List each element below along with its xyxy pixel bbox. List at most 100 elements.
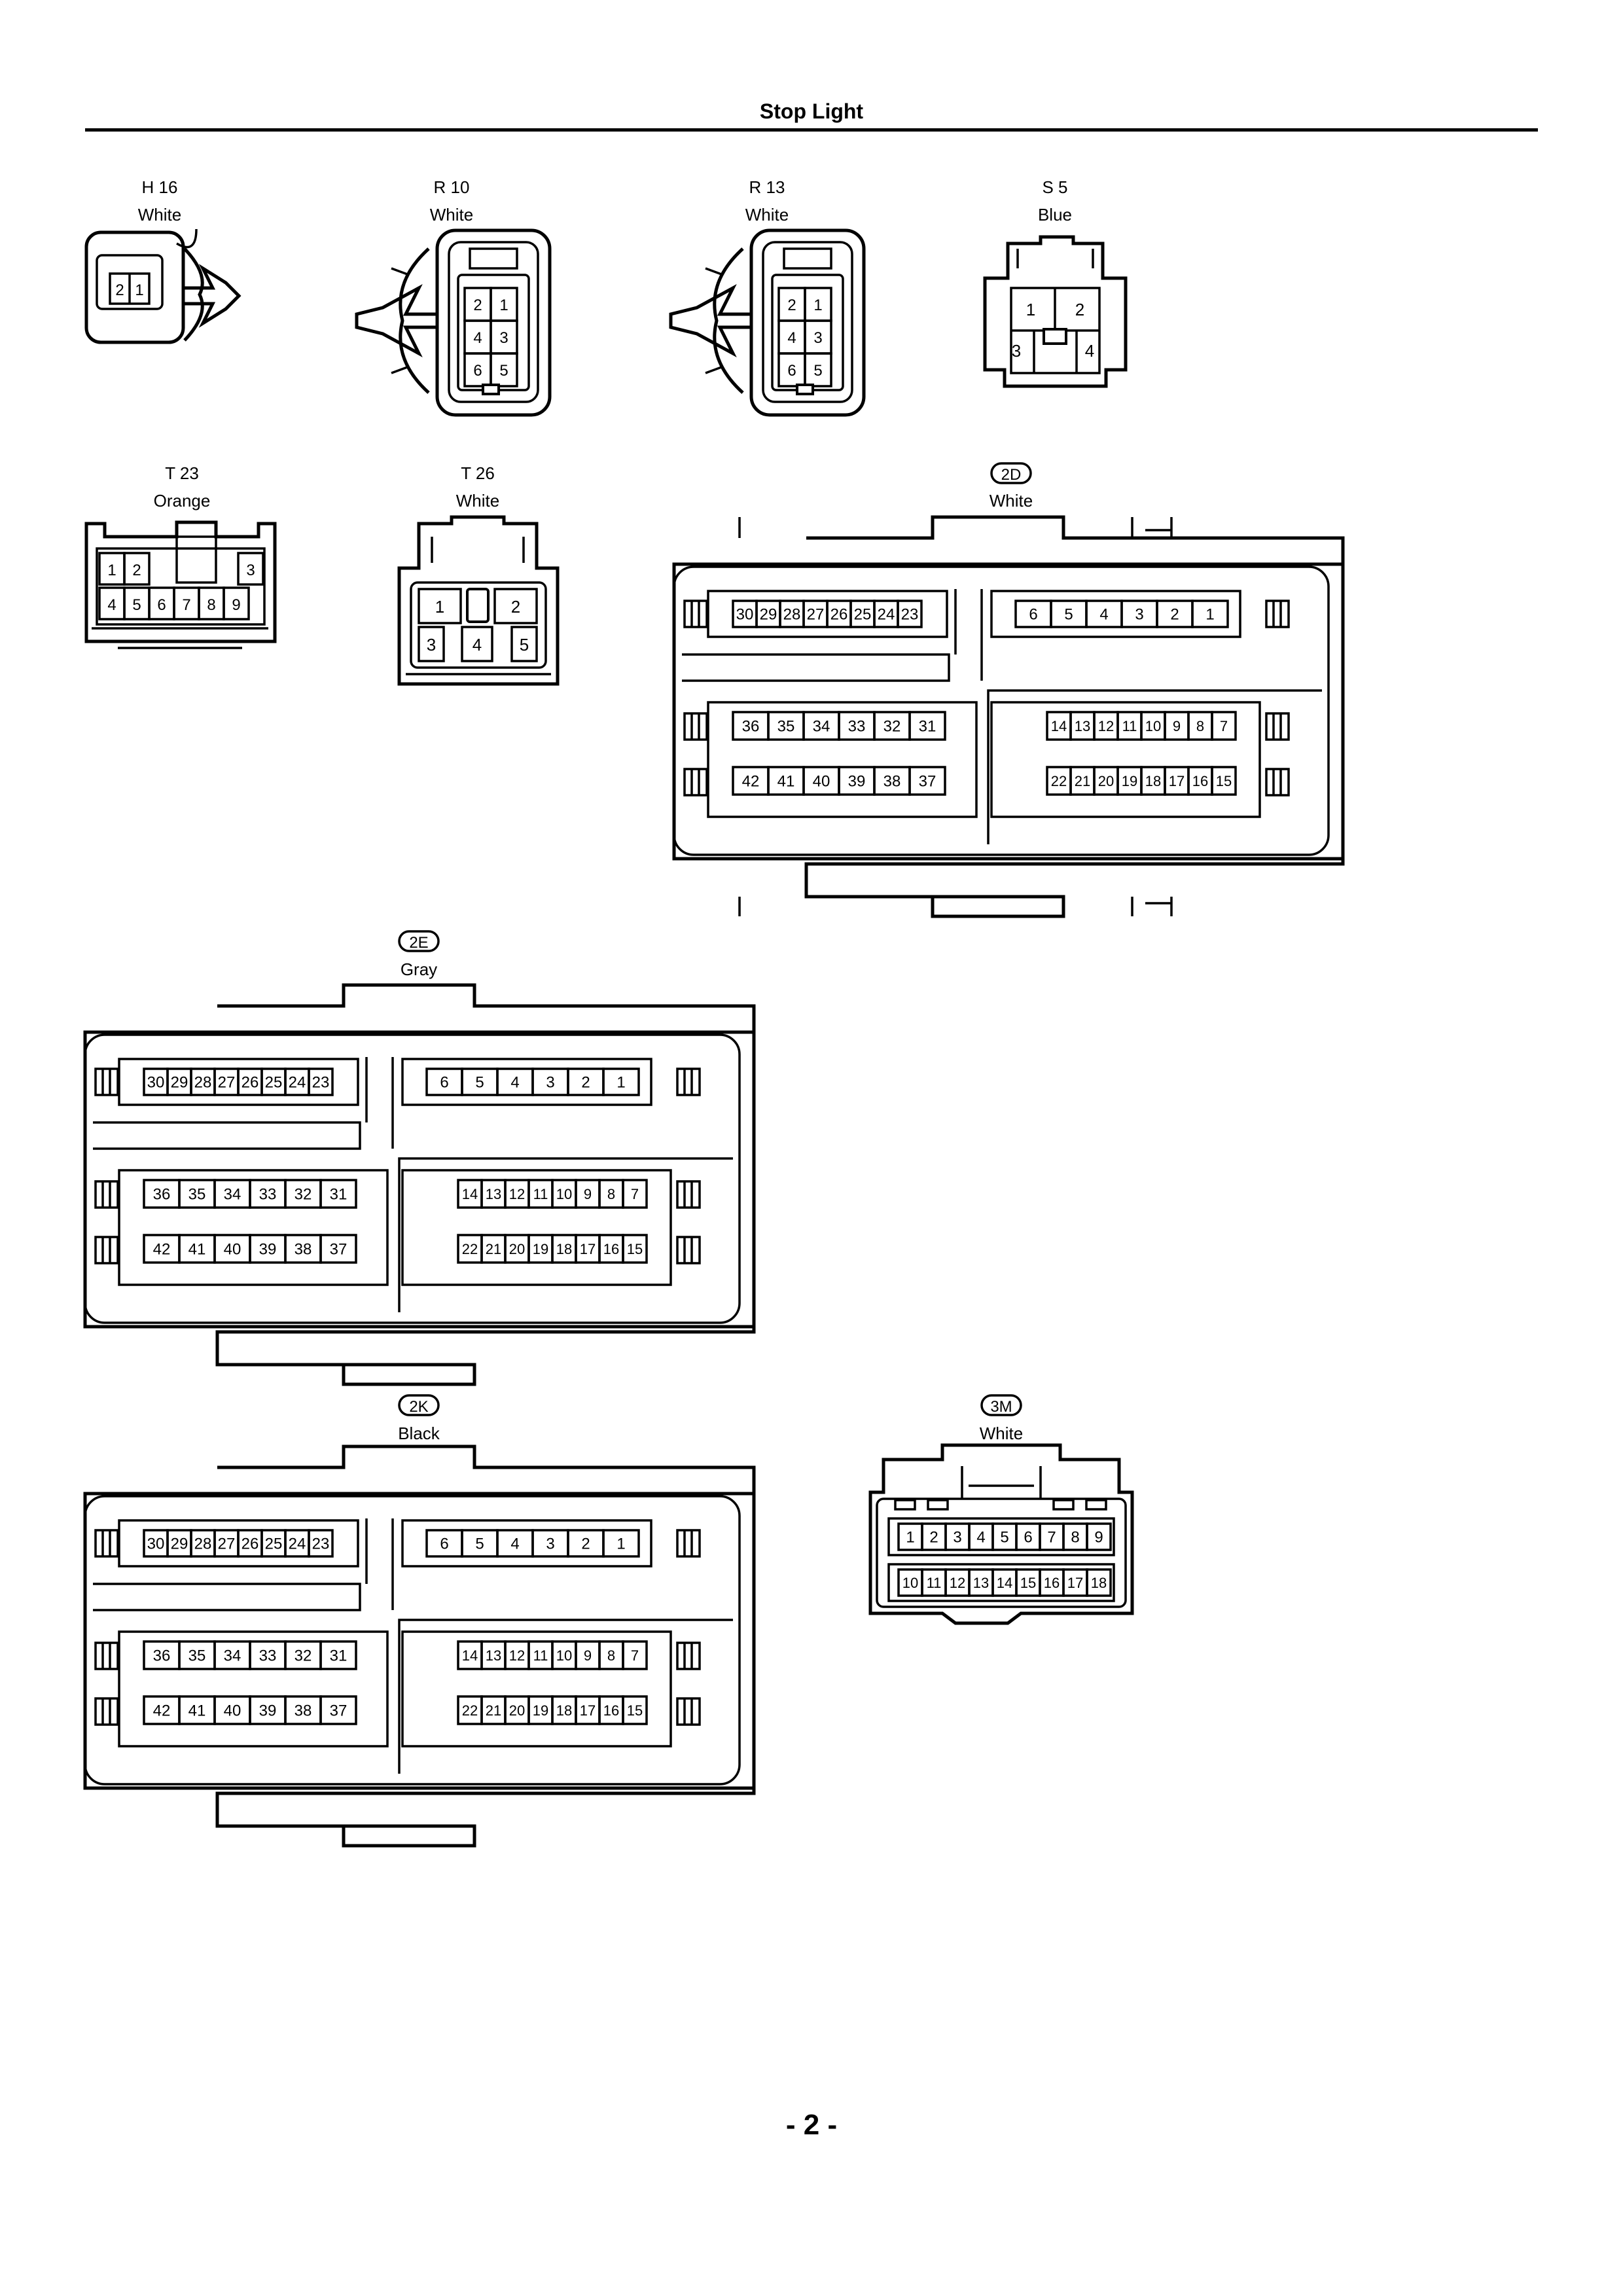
pin-2k-35: 35 <box>188 1647 206 1665</box>
connector-t23: T 23 Orange 1 2 3 4 5 6 7 8 9 <box>84 463 277 649</box>
pin-2e-28: 28 <box>194 1074 212 1092</box>
pin-2k-24: 24 <box>289 1535 306 1553</box>
connector-2d-body <box>672 515 1345 918</box>
connector-2e-color: Gray <box>401 960 437 979</box>
pin-2k-26: 26 <box>241 1535 259 1553</box>
pin-2e-10: 10 <box>556 1186 572 1202</box>
connector-r10-clip <box>355 283 437 358</box>
pin-2d-34: 34 <box>813 718 830 736</box>
pin-2e-27: 27 <box>218 1074 236 1092</box>
pin-2e-14: 14 <box>462 1186 478 1202</box>
connector-r10-id: R 10 <box>434 177 470 197</box>
pin-r13-3: 3 <box>813 329 822 347</box>
pin-2k-18: 18 <box>556 1702 572 1719</box>
pin-2e-4: 4 <box>510 1074 519 1092</box>
pin-r13-2: 2 <box>787 296 796 314</box>
pin-r13-6: 6 <box>787 362 796 380</box>
pin-2d-7: 7 <box>1220 718 1228 734</box>
connector-2k-body <box>83 1444 756 1848</box>
connector-h16-id: H 16 <box>142 177 178 197</box>
pin-2e-3: 3 <box>546 1074 554 1092</box>
pin-3m-12: 12 <box>950 1575 965 1591</box>
pin-2e-20: 20 <box>509 1241 525 1257</box>
pin-2d-33: 33 <box>848 718 866 736</box>
pin-2e-25: 25 <box>265 1074 283 1092</box>
connector-3m-body <box>868 1443 1134 1625</box>
pin-2e-cell <box>319 1179 357 1209</box>
pin-2k-13: 13 <box>486 1647 501 1664</box>
connector-t26-color: White <box>456 491 499 511</box>
pin-3m-14: 14 <box>997 1575 1012 1591</box>
pin-2d-cell <box>1211 766 1237 796</box>
pin-2k-11: 11 <box>533 1647 548 1664</box>
pin-s5-3: 3 <box>1012 341 1021 361</box>
pin-3m-6: 6 <box>1024 1529 1032 1547</box>
pin-h16-1: 1 <box>135 281 143 299</box>
connector-r10-color: White <box>430 205 473 224</box>
pin-3m-16: 16 <box>1044 1575 1060 1591</box>
pin-t26-2: 2 <box>511 597 520 617</box>
connector-2e-id: 2E <box>409 934 428 952</box>
pin-2d-5: 5 <box>1064 606 1073 624</box>
pin-2k-22: 22 <box>462 1702 478 1719</box>
pin-2d-27: 27 <box>807 606 825 624</box>
pin-2d-11: 11 <box>1122 718 1137 734</box>
page-number: - 2 - <box>785 2109 838 2141</box>
pin-2k-cell <box>622 1640 648 1670</box>
pin-2d-41: 41 <box>777 773 795 791</box>
pin-2d-22: 22 <box>1051 773 1067 789</box>
pin-2k-5: 5 <box>475 1535 484 1553</box>
pin-2d-6: 6 <box>1029 606 1037 624</box>
pin-2e-18: 18 <box>556 1241 572 1257</box>
pin-h16-2: 2 <box>115 281 124 299</box>
connector-h16: H 16 White 2 1 <box>84 177 241 344</box>
pin-2d-19: 19 <box>1122 773 1137 789</box>
pin-2e-9: 9 <box>584 1186 592 1202</box>
pin-2k-40: 40 <box>224 1702 241 1720</box>
pin-2e-8: 8 <box>607 1186 615 1202</box>
pin-2e-1: 1 <box>616 1074 625 1092</box>
pin-2d-4: 4 <box>1099 606 1108 624</box>
pin-3m-13: 13 <box>973 1575 989 1591</box>
pin-3m-cell <box>1086 1522 1112 1551</box>
pin-2d-cell <box>1191 600 1229 628</box>
pin-2d-42: 42 <box>742 773 760 791</box>
pin-2e-32: 32 <box>294 1186 312 1204</box>
pin-t23-6: 6 <box>157 596 166 614</box>
pin-t23-7: 7 <box>182 596 190 614</box>
pin-2k-14: 14 <box>462 1647 478 1664</box>
pin-2e-23: 23 <box>312 1074 330 1092</box>
pin-2d-30: 30 <box>736 606 754 624</box>
pin-2e-cell <box>308 1067 334 1096</box>
pin-2k-21: 21 <box>486 1702 501 1719</box>
title-rule <box>85 128 1538 132</box>
pin-2d-3: 3 <box>1135 606 1143 624</box>
pin-2e-41: 41 <box>188 1241 206 1259</box>
pin-t23-5: 5 <box>132 596 141 614</box>
pin-2e-cell <box>622 1179 648 1209</box>
pin-2e-38: 38 <box>294 1241 312 1259</box>
pin-r10-5: 5 <box>499 362 508 380</box>
pin-t23-3: 3 <box>246 562 255 579</box>
pin-2e-16: 16 <box>603 1241 619 1257</box>
connector-2e-body <box>83 983 756 1386</box>
connector-h16-clip <box>183 264 241 328</box>
pin-s5-2: 2 <box>1075 300 1084 319</box>
pin-s5-4: 4 <box>1085 341 1094 361</box>
pin-2d-8: 8 <box>1196 718 1204 734</box>
pin-t23-8: 8 <box>207 596 215 614</box>
pin-2e-21: 21 <box>486 1241 501 1257</box>
connector-s5-color: Blue <box>1038 205 1072 224</box>
pin-2k-29: 29 <box>171 1535 188 1553</box>
connector-t26: T 26 White 1 2 3 4 5 <box>397 463 560 686</box>
pin-r10-1: 1 <box>499 296 508 314</box>
pin-2e-33: 33 <box>259 1186 277 1204</box>
pin-2k-36: 36 <box>153 1647 171 1665</box>
pin-2e-12: 12 <box>509 1186 525 1202</box>
pin-2e-31: 31 <box>330 1186 348 1204</box>
pin-3m-11: 11 <box>927 1575 942 1591</box>
pin-2k-25: 25 <box>265 1535 283 1553</box>
pin-2d-14: 14 <box>1051 718 1067 734</box>
